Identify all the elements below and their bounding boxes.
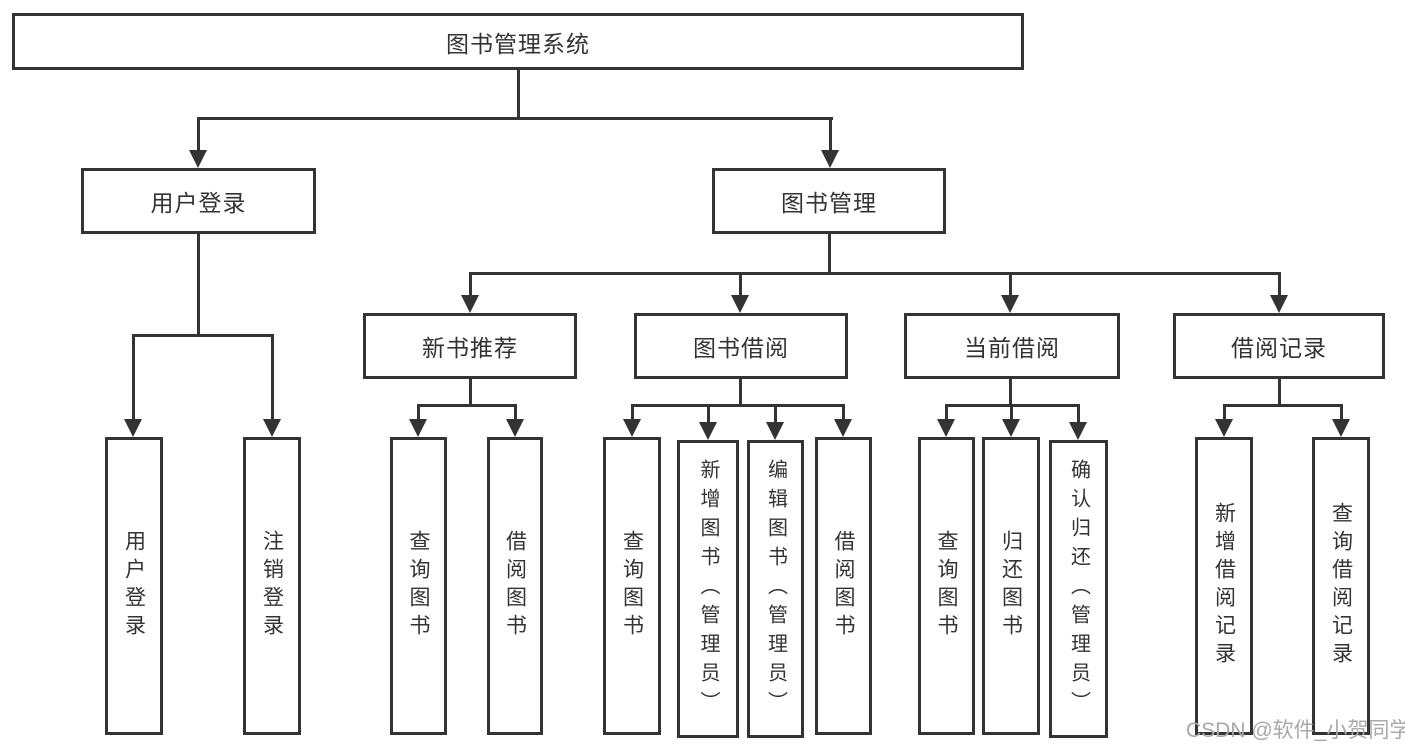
connector-line — [1278, 272, 1281, 297]
arrowhead-down-icon — [834, 419, 852, 437]
leaf-add-book-admin: 新增图书（管理员） — [677, 440, 739, 738]
connector-line — [842, 404, 845, 420]
node-label: 新增借阅记录 — [1212, 502, 1236, 670]
node-label: 图书借阅 — [693, 335, 789, 361]
node-label: 图书管理 — [781, 190, 877, 216]
arrowhead-down-icon — [1001, 295, 1019, 313]
node-label: 新增图书（管理员） — [697, 458, 719, 720]
node-label: 图书管理系统 — [446, 30, 590, 57]
arrowhead-down-icon — [937, 419, 955, 437]
connector-line — [1278, 379, 1281, 407]
connector-line — [829, 117, 832, 151]
leaf-query-books-borrowing: 查询图书 — [603, 437, 661, 735]
connector-line — [707, 404, 710, 423]
node-label: 用户登录 — [122, 530, 146, 642]
node-label: 借阅记录 — [1231, 335, 1327, 361]
node-user-login-module: 用户登录 — [81, 168, 316, 234]
leaf-borrow-books-recommend: 借阅图书 — [487, 437, 543, 735]
connector-line — [197, 117, 833, 120]
leaf-logout: 注销登录 — [243, 437, 301, 735]
arrowhead-down-icon — [1270, 295, 1288, 313]
connector-line — [774, 404, 777, 423]
node-label: 用户登录 — [150, 190, 247, 216]
leaf-borrow-books-borrowing: 借阅图书 — [815, 437, 872, 735]
node-new-book-recommendation: 新书推荐 — [363, 313, 577, 379]
leaf-query-books-current: 查询图书 — [918, 437, 975, 735]
arrowhead-down-icon — [189, 150, 207, 168]
connector-line — [631, 404, 634, 420]
node-label: 注销登录 — [260, 530, 284, 642]
arrowhead-down-icon — [263, 419, 281, 437]
arrowhead-down-icon — [731, 295, 749, 313]
arrowhead-down-icon — [409, 419, 427, 437]
connector-line — [197, 117, 200, 151]
connector-line — [514, 404, 517, 420]
connector-line — [517, 69, 520, 118]
node-label: 查询借阅记录 — [1329, 502, 1353, 670]
node-label: 借阅图书 — [503, 530, 527, 642]
connector-line — [417, 404, 420, 420]
leaf-edit-book-admin: 编辑图书（管理员） — [747, 440, 804, 738]
node-label: 查询图书 — [407, 530, 430, 642]
leaf-query-books-recommend: 查询图书 — [390, 437, 447, 735]
node-label: 编辑图书（管理员） — [764, 458, 787, 720]
arrowhead-down-icon — [461, 295, 479, 313]
connector-line — [828, 234, 831, 275]
leaf-query-borrow-record: 查询借阅记录 — [1312, 437, 1370, 735]
arrowhead-down-icon — [1002, 419, 1020, 437]
connector-line — [1223, 404, 1343, 407]
node-book-borrowing: 图书借阅 — [634, 313, 848, 379]
node-current-borrowing: 当前借阅 — [904, 313, 1120, 379]
connector-line — [197, 234, 200, 336]
connector-line — [631, 404, 844, 407]
connector-line — [132, 334, 135, 420]
connector-line — [1009, 379, 1012, 407]
node-root-library-system: 图书管理系统 — [12, 13, 1024, 70]
arrowhead-down-icon — [766, 422, 784, 440]
arrowhead-down-icon — [1069, 422, 1087, 440]
connector-line — [1009, 272, 1012, 297]
arrowhead-down-icon — [821, 150, 839, 168]
connector-line — [469, 272, 1281, 275]
connector-line — [1340, 404, 1343, 420]
connector-line — [469, 272, 472, 297]
arrowhead-down-icon — [699, 422, 717, 440]
arrowhead-down-icon — [1215, 419, 1233, 437]
node-borrowing-records: 借阅记录 — [1173, 313, 1385, 379]
node-label: 借阅图书 — [832, 530, 855, 642]
connector-line — [1223, 404, 1226, 420]
connector-line — [132, 334, 274, 337]
node-label: 当前借阅 — [964, 335, 1060, 361]
csdn-watermark: CSDN @软件_小贺同学 — [1186, 719, 1405, 742]
connector-line — [739, 379, 742, 407]
node-label: 确认归还（管理员） — [1067, 458, 1090, 720]
arrowhead-down-icon — [506, 419, 524, 437]
arrowhead-down-icon — [124, 419, 142, 437]
leaf-return-books: 归还图书 — [982, 437, 1040, 735]
connector-line — [739, 272, 742, 297]
connector-line — [271, 334, 274, 420]
leaf-add-borrow-record: 新增借阅记录 — [1195, 437, 1253, 735]
leaf-confirm-return-admin: 确认归还（管理员） — [1049, 440, 1108, 738]
connector-line — [1077, 404, 1080, 423]
arrowhead-down-icon — [623, 419, 641, 437]
node-label: 新书推荐 — [422, 335, 518, 361]
connector-line — [469, 379, 472, 407]
node-book-management-module: 图书管理 — [712, 168, 946, 234]
node-label: 归还图书 — [999, 530, 1023, 642]
connector-line — [1010, 404, 1013, 420]
node-label: 查询图书 — [935, 530, 958, 642]
connector-line — [417, 404, 517, 407]
leaf-user-login: 用户登录 — [105, 437, 163, 735]
arrowhead-down-icon — [1332, 419, 1350, 437]
node-label: 查询图书 — [620, 530, 644, 642]
connector-line — [945, 404, 948, 420]
